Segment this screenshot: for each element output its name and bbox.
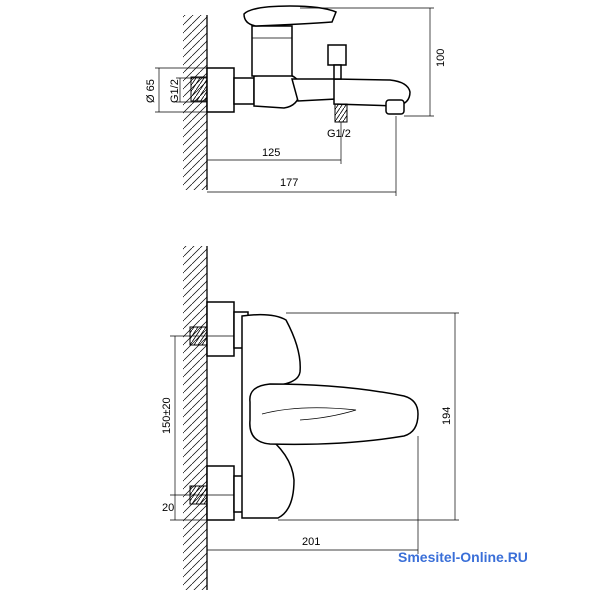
shower-outlet-top [334,103,348,123]
connector-top [233,77,255,105]
wall-hatch-front [183,246,207,590]
wall-hatch-top [183,15,207,190]
lower-escutcheon [206,465,235,521]
top-view: Ø 65 G1/2 100 G1/2 125 177 [145,5,447,196]
dim-thread-wall-label: G1/2 [169,79,181,103]
thread-stub-top [190,76,208,102]
lever-handle-front [249,383,419,446]
watermark-text: Smesitel-Online.RU [398,549,528,565]
dim-194-label: 194 [441,407,453,425]
cartridge-top [251,25,293,77]
dim-20-label: 20 [162,502,174,514]
diverter-stem-top [333,64,342,80]
escutcheon-top [206,67,235,113]
dim-diameter-label: Ø 65 [145,79,157,103]
front-view: 150±20 20 194 201 [161,246,459,590]
dim-201-label: 201 [302,536,320,548]
lever-handle-top [243,5,337,27]
lever-groove-front [261,407,357,421]
dim-center-label: 150±20 [161,397,173,434]
body-bridge-top [291,78,337,102]
diverter-knob-top [327,44,347,66]
dim-125-label: 125 [262,147,280,159]
dim-height-label: 100 [435,49,447,67]
dim-177-label: 177 [280,177,298,189]
aerator-top [385,99,405,115]
dim-thread-shower-label: G1/2 [327,128,351,140]
upper-escutcheon [206,301,235,357]
